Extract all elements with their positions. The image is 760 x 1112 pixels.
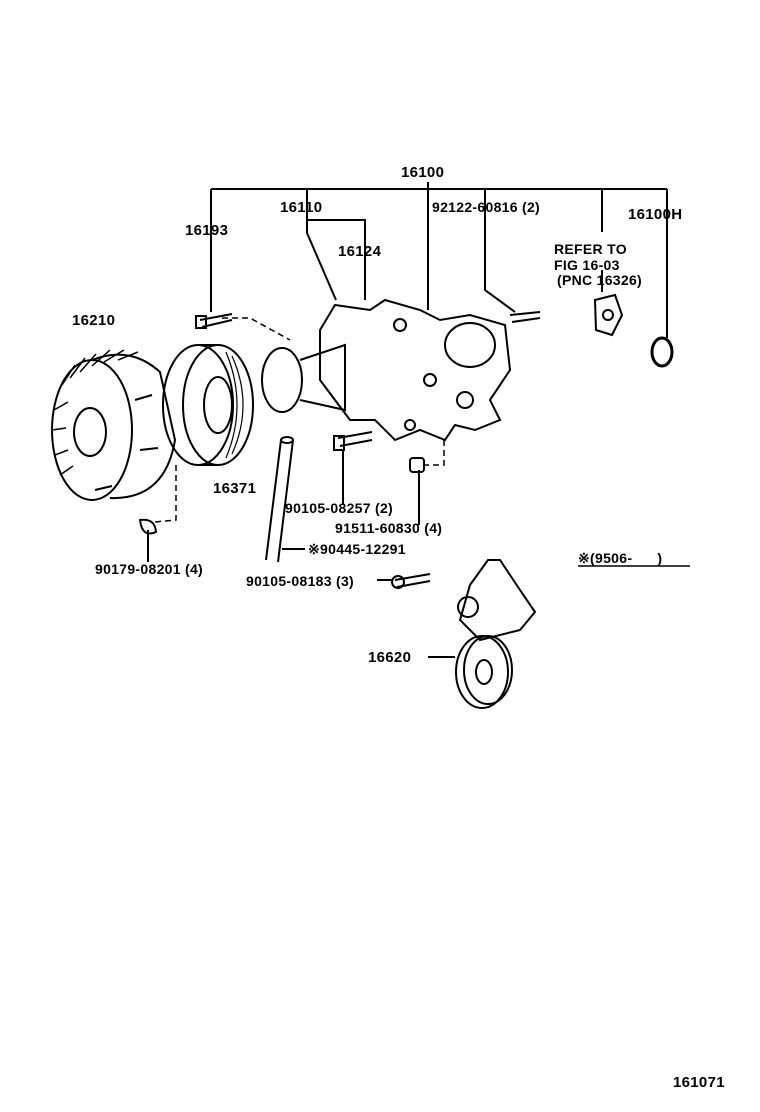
tensioner-16620: [455, 559, 537, 709]
label-16110: 16110: [280, 199, 323, 216]
figure-number: 161071: [673, 1074, 725, 1091]
refer-line-2: FIG 16-03: [554, 257, 620, 273]
bolts: [138, 311, 541, 589]
label-91511-60830: 91511-60830 (4): [335, 520, 443, 536]
label-90179-08201: 90179-08201 (4): [95, 561, 204, 577]
label-16371: 16371: [213, 480, 257, 497]
fan-clutch-16210: [51, 349, 177, 501]
refer-line-3: (PNC 16326): [557, 272, 643, 288]
leader-lines: [147, 182, 690, 658]
label-16620: 16620: [368, 649, 412, 666]
gasket-16326: [593, 293, 624, 337]
water-pump-16100: [261, 298, 512, 442]
label-92122-60816: 92122-60816 (2): [432, 199, 541, 215]
refer-line-1: REFER TO: [554, 241, 627, 257]
o-ring-16100H: [650, 336, 674, 368]
label-16193: 16193: [185, 222, 229, 239]
label-16100H: 16100H: [628, 206, 683, 223]
label-16100: 16100: [401, 164, 445, 181]
dashed-lines: [154, 317, 445, 523]
label-16124: 16124: [338, 243, 382, 260]
label-90105-08183: 90105-08183 (3): [246, 573, 355, 589]
hose-90445: [265, 436, 294, 563]
note-9506: ※(9506- ): [578, 550, 663, 566]
label-90105-08257: 90105-08257 (2): [285, 500, 394, 516]
label-16210: 16210: [72, 312, 116, 329]
label-90445-12291: ※90445-12291: [308, 541, 406, 557]
pulley-16371: [162, 344, 254, 466]
